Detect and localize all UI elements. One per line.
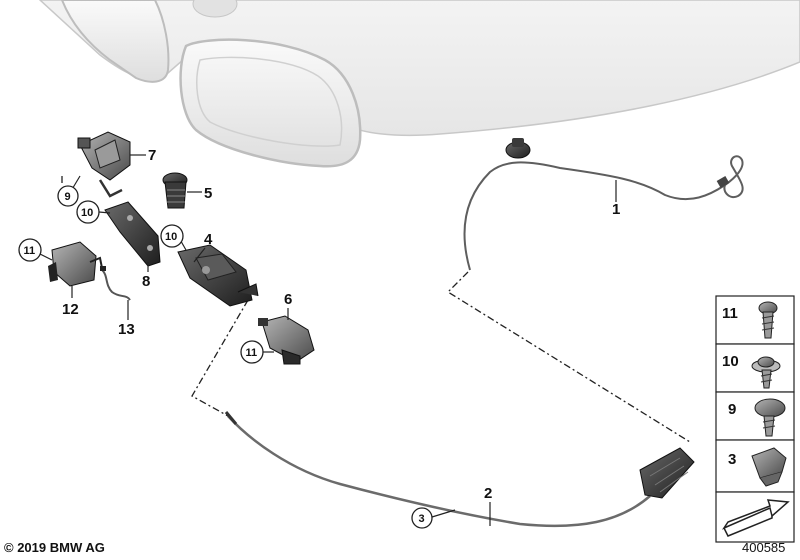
image-number: 400585 [742,540,786,555]
release-cable-front [463,138,744,271]
circled-callout-10-lower: 10 [160,224,184,248]
part-13-wiring [100,266,131,301]
callout-8: 8 [142,273,150,290]
svg-text:9: 9 [65,191,71,203]
svg-text:11: 11 [246,347,258,359]
callout-1: 1 [612,201,620,218]
part-4-hood-lock [177,244,259,307]
legend-label-10: 10 [722,353,739,370]
svg-text:11: 11 [24,245,36,257]
legend-label-3: 3 [728,451,736,468]
legend-label-9: 9 [728,401,736,418]
callout-2: 2 [484,485,492,502]
callout-7: 7 [148,147,156,164]
circled-callout-11-left: 11 [18,238,42,262]
callout-4: 4 [204,231,213,248]
part-6-lock-switch [258,315,315,365]
connection-lines [61,176,691,443]
pan-head-screw-icon [758,301,778,339]
kidney-grille-left [60,0,170,83]
leader-lines [39,154,617,526]
kidney-grille-right [179,38,362,168]
small-parts-legend: 11 10 9 3 [715,295,795,543]
circled-callout-10-upper: 10 [76,200,100,224]
part-5-rubber-buffer [162,172,188,209]
legend-label-11: 11 [722,305,738,322]
svg-text:10: 10 [165,231,177,243]
part-8-mounting-plate [104,201,161,267]
circled-callout-11-right: 11 [240,340,264,364]
callout-6: 6 [284,291,292,308]
callout-labels: 1 2 4 5 6 7 8 12 13 [62,147,620,502]
circled-callout-9: 9 [57,185,79,207]
part-12-actuator [48,241,103,287]
orientation-arrow-icon [721,499,790,537]
flat-head-screw-icon [754,398,786,437]
callout-12: 12 [62,301,79,318]
svg-text:3: 3 [419,513,425,525]
release-cable-rear [224,411,651,528]
washer-head-screw-icon [751,356,781,389]
clip-icon [751,447,787,487]
cable-end-fitting [639,447,695,499]
copyright-text: © 2019 BMW AG [4,540,105,555]
callout-5: 5 [204,185,212,202]
circled-callout-3: 3 [411,507,433,529]
circled-callouts: 3 9 10 10 11 11 [18,185,433,529]
part-7-hood-latch-upper [77,131,131,198]
svg-text:10: 10 [81,207,93,219]
callout-13: 13 [118,321,135,338]
